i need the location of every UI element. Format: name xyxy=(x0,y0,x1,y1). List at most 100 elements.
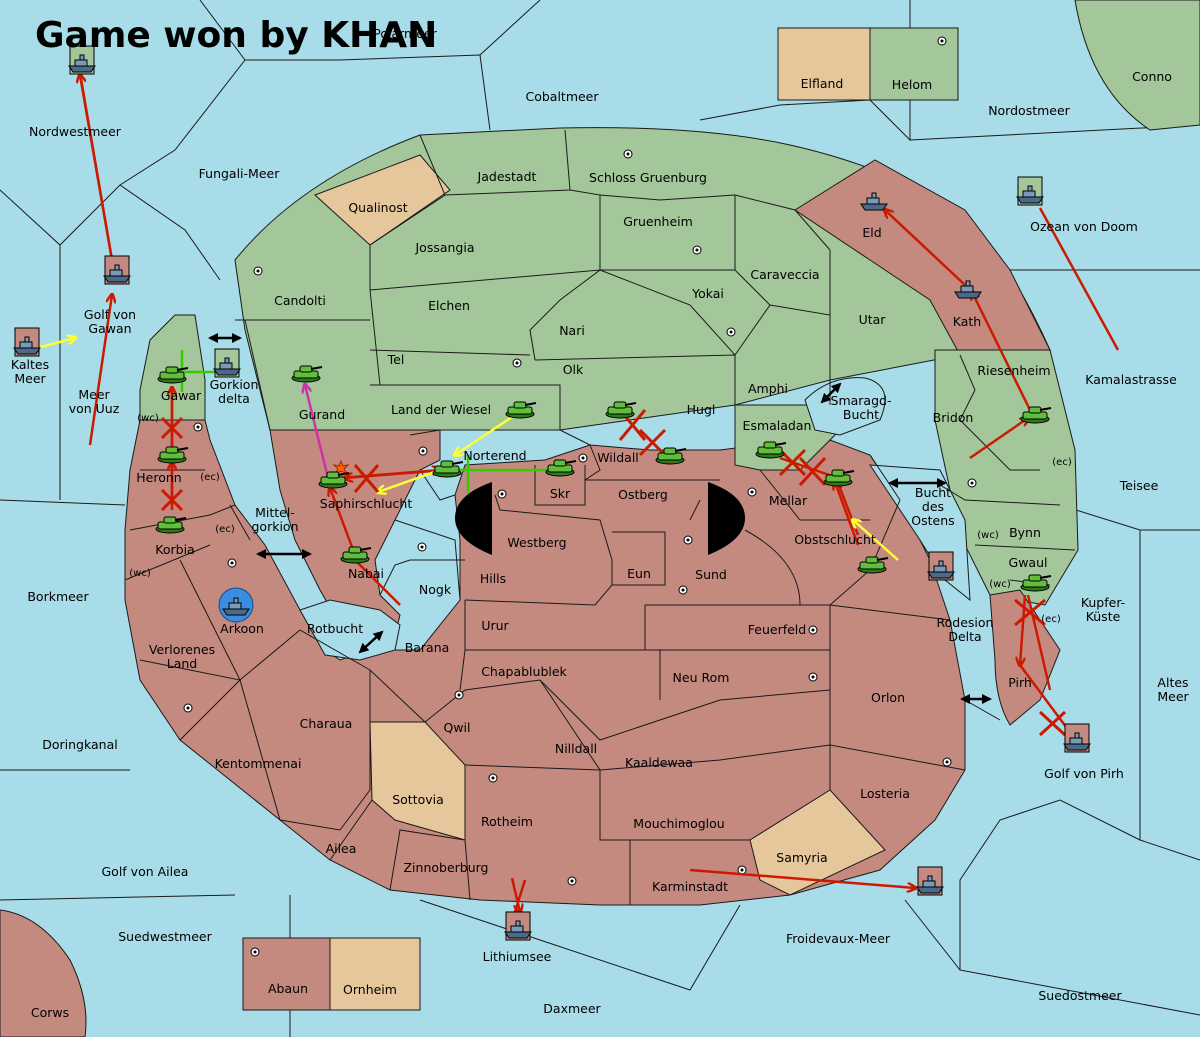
territory-label: Utar xyxy=(859,312,887,327)
coast-label: (ec) xyxy=(200,472,220,483)
tank-icon xyxy=(655,447,687,465)
territory-label: Feuerfeld xyxy=(748,622,806,637)
territory-label: Mouchimoglou xyxy=(633,816,724,831)
territory-label: Kupfer-Küste xyxy=(1081,595,1125,624)
territory-label: Kaaldewaa xyxy=(625,755,693,770)
territory-label: Bridon xyxy=(933,410,974,425)
tank-icon xyxy=(755,441,787,459)
tank-icon xyxy=(823,469,855,487)
territory-label: Yokai xyxy=(691,286,724,301)
territory-label: Abaun xyxy=(268,981,308,996)
territory-label: Neu Rom xyxy=(673,670,730,685)
territory-label: Elfland xyxy=(801,76,844,91)
territory-label: Nilldall xyxy=(555,741,597,756)
territory-label: Norterend xyxy=(463,448,526,463)
tank-icon xyxy=(432,460,464,478)
ship-icon xyxy=(1016,176,1044,206)
territory-label: Wildall xyxy=(597,450,639,465)
territory-label: Eun xyxy=(627,566,651,581)
territory-label: Losteria xyxy=(860,786,910,801)
territory-label: Kentommenai xyxy=(215,756,302,771)
coast-label: (wc) xyxy=(129,568,151,579)
failed-order-marks xyxy=(160,409,1067,737)
territory-label: Elchen xyxy=(428,298,470,313)
territory-label: Gruenheim xyxy=(623,214,693,229)
territory-label: Tel xyxy=(387,352,405,367)
territory-label: Obstschlucht xyxy=(794,532,876,547)
continent xyxy=(124,127,1079,906)
territory-label: Froidevaux-Meer xyxy=(786,931,891,946)
territory-label: Olk xyxy=(563,362,584,377)
territory-label: Mittel-gorkion xyxy=(251,505,298,534)
territory-label: Westberg xyxy=(507,535,566,550)
coast-label: (ec) xyxy=(1052,457,1072,468)
coast-label: (wc) xyxy=(977,530,999,541)
territory-conno xyxy=(1074,0,1200,131)
territory-label: Jadestadt xyxy=(477,169,537,184)
territory-label: Gurand xyxy=(299,407,345,422)
territory-label: Korbia xyxy=(155,542,194,557)
territory-label: Jossangia xyxy=(414,240,474,255)
ship-icon xyxy=(927,551,955,581)
territory-label: Suedwestmeer xyxy=(118,929,212,944)
territory-label: Nordostmeer xyxy=(988,103,1070,118)
tank-icon xyxy=(605,401,637,419)
territory-label: Orlon xyxy=(871,690,905,705)
territory-label: Charaua xyxy=(300,716,353,731)
territory-label: Urur xyxy=(481,618,509,633)
territory-corws xyxy=(0,909,87,1037)
territory-label: Karminstadt xyxy=(652,879,728,894)
coast-label: (ec) xyxy=(215,524,235,535)
ship-icon xyxy=(13,327,41,357)
territory-label: Riesenheim xyxy=(977,363,1050,378)
territory-label: Helom xyxy=(892,77,932,92)
territory-label: Fungali-Meer xyxy=(199,166,281,181)
territory-label: Eld xyxy=(862,225,881,240)
tank-icon xyxy=(857,556,889,574)
territory-label: Cobaltmeer xyxy=(525,89,599,104)
tank-icon xyxy=(155,516,187,534)
territory-label: Mellar xyxy=(769,493,808,508)
page-title: Game won by KHAN xyxy=(35,15,437,56)
territory-label: Barana xyxy=(405,640,450,655)
territory-ornheim xyxy=(329,937,421,1011)
ship-icon xyxy=(954,280,982,299)
territory-label: Smaragd-Bucht xyxy=(831,393,892,422)
territory-label: Sund xyxy=(695,567,727,582)
tank-icon xyxy=(545,459,577,477)
territory-label: Nogk xyxy=(419,582,452,597)
territory-label: Polarmeer xyxy=(373,26,437,41)
territory-label: Rotheim xyxy=(481,814,533,829)
territory-label: Esmaladan xyxy=(743,418,812,433)
territory-label: Lithiumsee xyxy=(483,949,552,964)
territory-label: Daxmeer xyxy=(543,1001,601,1016)
tank-icon xyxy=(1020,574,1052,592)
territory-label: Ozean von Doom xyxy=(1030,219,1138,234)
tank-icon xyxy=(291,365,323,383)
territory-label: Golf von Pirh xyxy=(1044,766,1124,781)
territory-elfland xyxy=(777,27,871,101)
tank-icon xyxy=(157,446,189,464)
impassable-west xyxy=(455,482,492,555)
territory-label: Gawar xyxy=(161,388,202,403)
order-lines xyxy=(21,73,1120,912)
territory-label: Ornheim xyxy=(343,982,397,997)
ship-icon xyxy=(218,587,254,623)
passage-arrows xyxy=(208,333,992,704)
ship-icon xyxy=(504,911,532,941)
territory-label: Golf von Ailea xyxy=(102,864,189,879)
ship-icon xyxy=(213,348,241,378)
territory-label: Conno xyxy=(1132,69,1172,84)
territory-label: Zinnoberburg xyxy=(403,860,488,875)
territory-label: Land der Wiesel xyxy=(391,402,491,417)
territory-label: Nordwestmeer xyxy=(29,124,122,139)
